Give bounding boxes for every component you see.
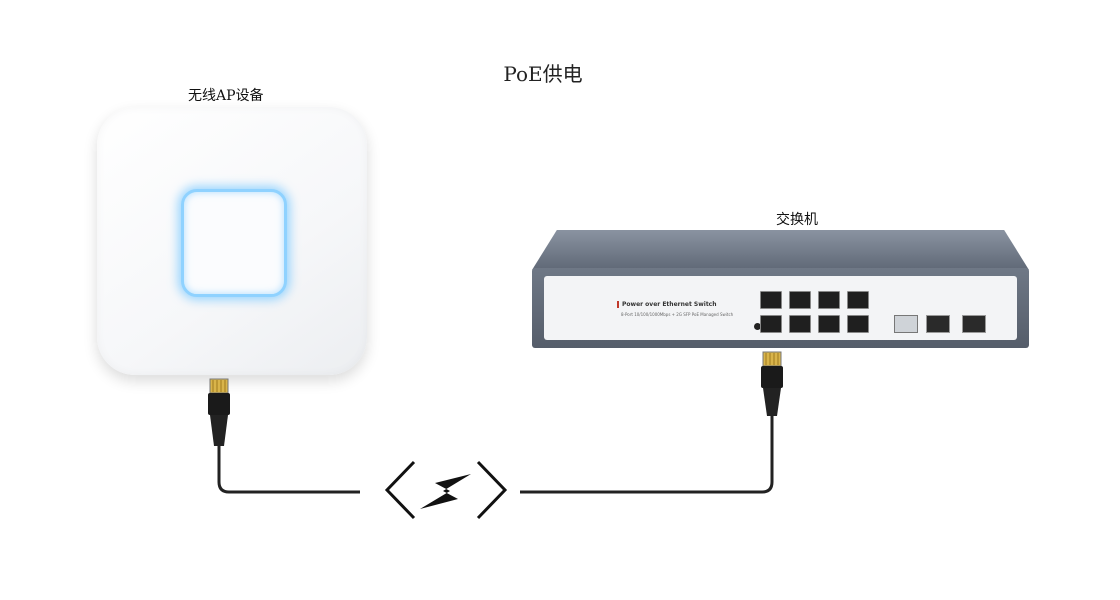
switch-brand-text: Power over Ethernet Switch [617, 301, 717, 308]
ethernet-port-icon [818, 291, 840, 309]
switch-top-panel [532, 230, 1029, 270]
rj45-connector-icon [761, 351, 783, 416]
ethernet-cable-right [520, 414, 774, 494]
poe-switch-icon: Power over Ethernet Switch 8-Port 10/100… [532, 268, 1029, 348]
switch-label: 交换机 [776, 212, 818, 228]
diagram-title: PoE供电 [503, 62, 583, 86]
ethernet-port-icon [789, 291, 811, 309]
ethernet-port-icon [847, 291, 869, 309]
ethernet-port-icon [818, 315, 840, 333]
ethernet-port-icon [760, 315, 782, 333]
reset-button-icon [754, 323, 761, 330]
sfp-port-icon [926, 315, 950, 333]
console-port-icon [894, 315, 918, 333]
ethernet-port-icon [847, 315, 869, 333]
wireless-access-point-icon [97, 107, 367, 375]
switch-subtitle-text: 8-Port 10/100/1000Mbps + 2G SFP PoE Mana… [621, 312, 734, 317]
sfp-port-icon [962, 315, 986, 333]
ap-label: 无线AP设备 [188, 88, 264, 104]
ethernet-port-icon [789, 315, 811, 333]
rj45-connector-icon [208, 378, 230, 446]
ap-status-light [181, 189, 287, 297]
lightning-bolt-icon [384, 460, 508, 520]
ethernet-port-icon [760, 291, 782, 309]
ethernet-cable-left [217, 444, 360, 494]
switch-front-panel: Power over Ethernet Switch 8-Port 10/100… [544, 276, 1017, 340]
